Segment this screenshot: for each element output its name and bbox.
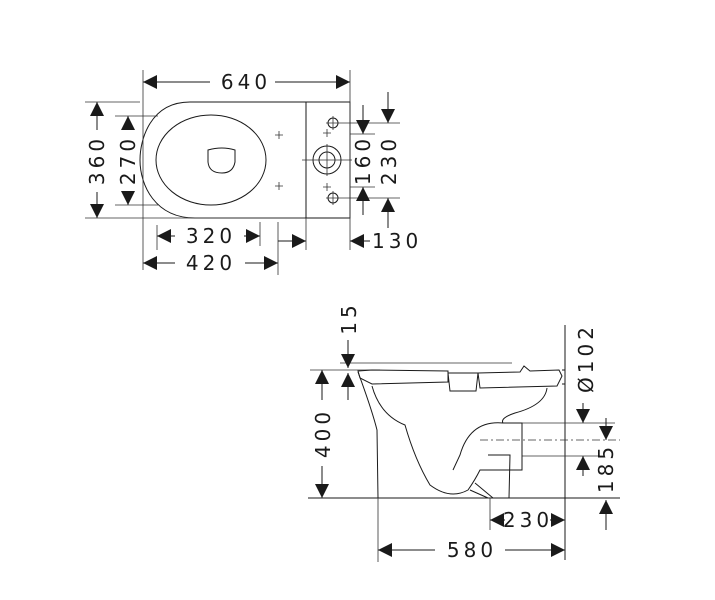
dim-diameter-102: Ø102 bbox=[574, 323, 598, 393]
bowl-profile bbox=[357, 371, 548, 499]
top-view: 640 360 270 160 230 320 130 420 bbox=[85, 70, 422, 275]
fixing-crosses bbox=[275, 129, 331, 191]
dim-580: 580 bbox=[447, 538, 497, 562]
seat-profile bbox=[357, 365, 566, 392]
dim-420: 420 bbox=[186, 251, 236, 275]
dim-270: 270 bbox=[116, 135, 140, 185]
drain-opening bbox=[207, 147, 236, 174]
dim-15: 15 bbox=[337, 301, 361, 334]
dim-320: 320 bbox=[186, 224, 236, 248]
bowl-outline bbox=[139, 101, 350, 219]
dim-230-side: 230 bbox=[503, 508, 553, 532]
side-view: 15 400 Ø102 185 230 580 bbox=[308, 301, 620, 562]
dim-230-top: 230 bbox=[377, 135, 401, 185]
dim-640: 640 bbox=[221, 70, 271, 94]
dim-360: 360 bbox=[85, 135, 109, 185]
seat-opening bbox=[155, 114, 267, 206]
dim-160: 160 bbox=[351, 135, 375, 185]
dim-130: 130 bbox=[372, 229, 422, 253]
dim-185: 185 bbox=[594, 443, 618, 493]
dim-400: 400 bbox=[311, 408, 335, 458]
